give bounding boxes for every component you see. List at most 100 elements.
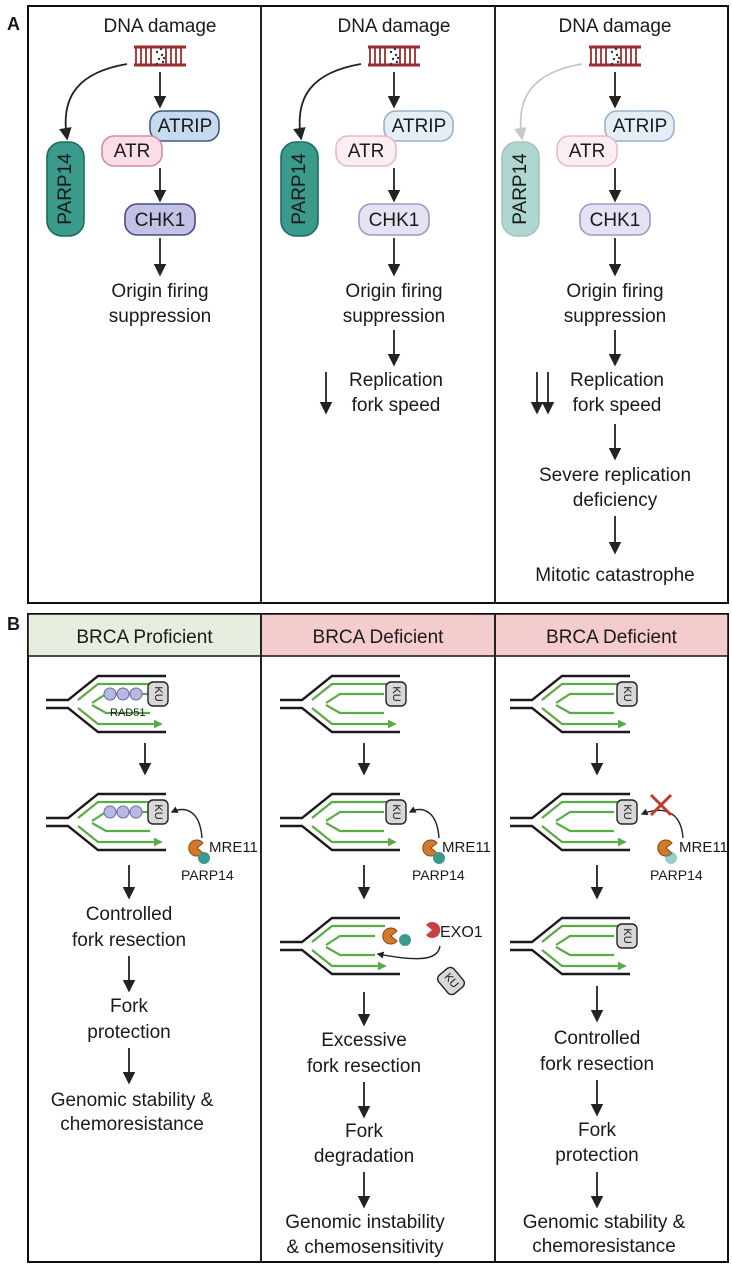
atrip-box	[383, 110, 454, 142]
parp14-box	[280, 141, 319, 237]
replication-fork	[46, 674, 166, 734]
outcome-label: Genomic instability	[285, 1212, 445, 1233]
ku-label: KU	[621, 686, 633, 701]
column-header-label: BRCA Proficient	[76, 627, 213, 648]
exo1-protein	[426, 922, 441, 938]
atrip-box	[604, 110, 675, 142]
exo1-label: EXO1	[440, 924, 483, 941]
column-header-label: BRCA Deficient	[546, 627, 678, 648]
atr-label: ATR	[114, 141, 151, 162]
replication-fork	[280, 674, 400, 734]
chk1-label: CHK1	[369, 210, 420, 231]
resection-label: fork resection	[540, 1054, 654, 1075]
rad51-protein	[129, 805, 143, 819]
outcome-label: & chemosensitivity	[286, 1237, 444, 1258]
rad51-protein	[103, 687, 117, 701]
atr-label: ATR	[569, 141, 606, 162]
atrip-box	[149, 110, 220, 142]
severe-replication-label: Severe replication	[539, 465, 691, 486]
chk1-label: CHK1	[135, 210, 186, 231]
protection-label: protection	[555, 1145, 638, 1166]
replication-fork	[510, 674, 630, 734]
mitotic-catastrophe-label: Mitotic catastrophe	[535, 565, 694, 586]
ku-protein: KU	[147, 799, 169, 825]
fork-speed-label: fork speed	[352, 395, 441, 416]
parp14-label: PARP14	[650, 867, 703, 883]
mre11-arrow	[408, 806, 440, 839]
parp14-label: PARP14	[510, 153, 531, 225]
parp14-box	[501, 141, 540, 237]
rad51-protein	[116, 805, 130, 819]
resection-label: fork resection	[307, 1056, 421, 1077]
resection-label: Excessive	[321, 1030, 407, 1051]
parp14-protein	[433, 852, 445, 864]
ku-protein: KU	[436, 966, 466, 996]
column-header-label: BRCA Deficient	[313, 627, 445, 648]
degradation-label: degradation	[314, 1146, 414, 1167]
block-cross-icon	[649, 793, 673, 817]
mre11-arrow	[640, 808, 684, 839]
ku-label: KU	[152, 804, 164, 819]
chk1-box	[579, 203, 651, 236]
parp14-protein	[665, 852, 677, 864]
ku-label: KU	[621, 804, 633, 819]
replication-fork	[280, 916, 400, 976]
ku-protein: KU	[616, 681, 638, 707]
parp14-label: PARP14	[289, 153, 310, 225]
outcome-label: chemoresistance	[532, 1236, 676, 1257]
resection-label: fork resection	[72, 930, 186, 951]
degradation-label: Fork	[345, 1121, 384, 1142]
mre11-label: MRE11	[679, 839, 728, 856]
ku-label: KU	[390, 686, 402, 701]
rad51-label: RAD51	[110, 707, 145, 719]
replication-label: Replication	[349, 370, 443, 391]
origin-firing-label: Origin firing	[345, 281, 442, 302]
chk1-box	[358, 203, 430, 236]
protection-label: Fork	[578, 1120, 617, 1141]
replication-fork	[510, 916, 630, 976]
chk1-label: CHK1	[590, 210, 641, 231]
replication-fork	[280, 792, 400, 852]
ku-protein: KU	[616, 923, 638, 949]
rad51-protein	[129, 687, 143, 701]
rad51-protein	[103, 805, 117, 819]
outcome-label: Genomic stability &	[51, 1090, 214, 1111]
column-header	[27, 613, 262, 657]
atrip-label: ATRIP	[613, 116, 668, 137]
suppression-label: suppression	[343, 306, 445, 327]
parp14-label: PARP14	[412, 867, 465, 883]
atrip-label: ATRIP	[392, 116, 447, 137]
arrow-to-parp14	[59, 63, 128, 141]
origin-firing-label: Origin firing	[566, 281, 663, 302]
dna-damage-icon	[134, 45, 186, 67]
atr-box	[335, 135, 397, 167]
suppression-label: suppression	[109, 306, 211, 327]
replication-fork	[510, 792, 630, 852]
atr-label: ATR	[348, 141, 385, 162]
parp14-label: PARP14	[55, 153, 76, 225]
suppression-label: suppression	[564, 306, 666, 327]
parp14-protein	[198, 852, 210, 864]
ku-protein: KU	[385, 681, 407, 707]
atrip-label: ATRIP	[158, 116, 213, 137]
mre11-protein	[422, 839, 438, 857]
outcome-label: chemoresistance	[60, 1114, 204, 1135]
ku-label: KU	[390, 804, 402, 819]
exo1-arrow	[376, 945, 441, 960]
parp14-box	[46, 141, 85, 237]
arrow-to-parp14	[514, 63, 583, 141]
mre11-label: MRE11	[442, 839, 491, 856]
atr-box	[101, 135, 163, 167]
mre11-label: MRE11	[209, 839, 258, 856]
ku-protein: KU	[147, 681, 169, 707]
replication-label: Replication	[570, 370, 664, 391]
panel-b-letter: B	[7, 614, 20, 634]
ku-label: KU	[152, 686, 164, 701]
dna-damage-label: DNA damage	[558, 16, 671, 37]
deficiency-label: deficiency	[573, 490, 658, 511]
panel-a-letter: A	[7, 14, 20, 34]
ku-protein: KU	[616, 799, 638, 825]
resection-label: Controlled	[86, 904, 173, 925]
mre11-arrow	[170, 806, 203, 839]
